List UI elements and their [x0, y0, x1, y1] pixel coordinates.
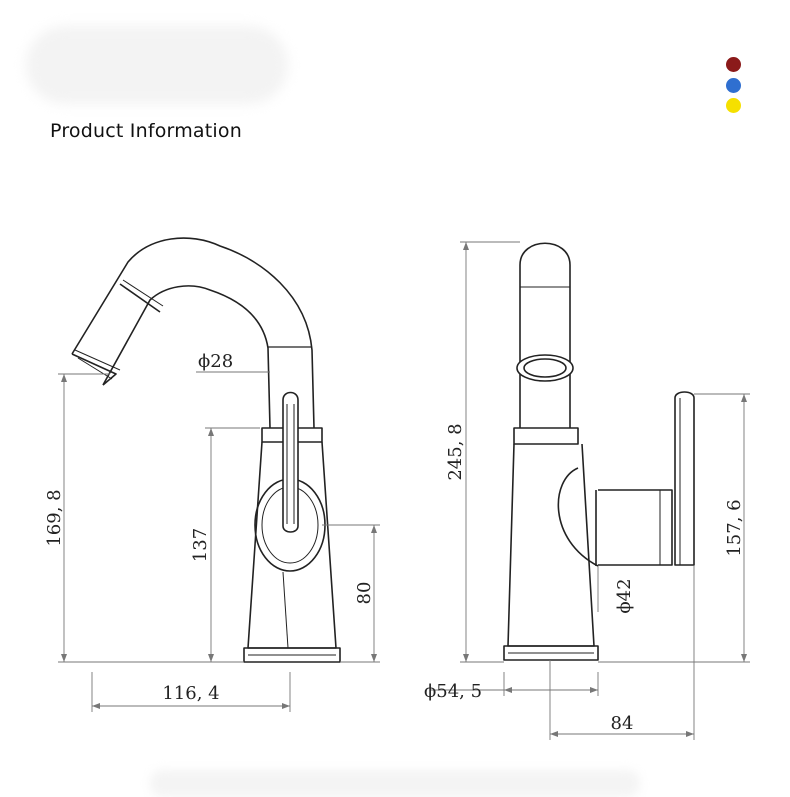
dim-spout-diameter: ϕ28 — [198, 351, 233, 372]
dim-depth: 84 — [611, 713, 634, 734]
color-swatch-yellow[interactable] — [726, 98, 741, 113]
dim-base-diameter: ϕ54, 5 — [424, 681, 482, 702]
dim-total-height: 245, 8 — [445, 423, 466, 480]
header-blur-shape — [26, 26, 288, 104]
front-view-faucet — [71, 237, 341, 663]
dim-spout-reach: 116, 4 — [162, 683, 219, 704]
dim-handle-diameter: ϕ42 — [614, 578, 635, 613]
dim-handle-height: 157, 6 — [724, 499, 745, 556]
dim-body-height: 80 — [354, 582, 375, 605]
color-swatch-blue[interactable] — [726, 78, 741, 93]
page-title: Product Information — [50, 120, 242, 142]
dim-lever-height: 137 — [190, 528, 211, 562]
side-view-faucet — [503, 242, 695, 661]
footer-blur-shape — [150, 770, 640, 797]
dimension-lines — [58, 241, 750, 740]
color-swatch-red[interactable] — [726, 57, 741, 72]
dimension-arrows — [61, 242, 747, 737]
dim-spout-height: 169, 8 — [44, 489, 65, 546]
